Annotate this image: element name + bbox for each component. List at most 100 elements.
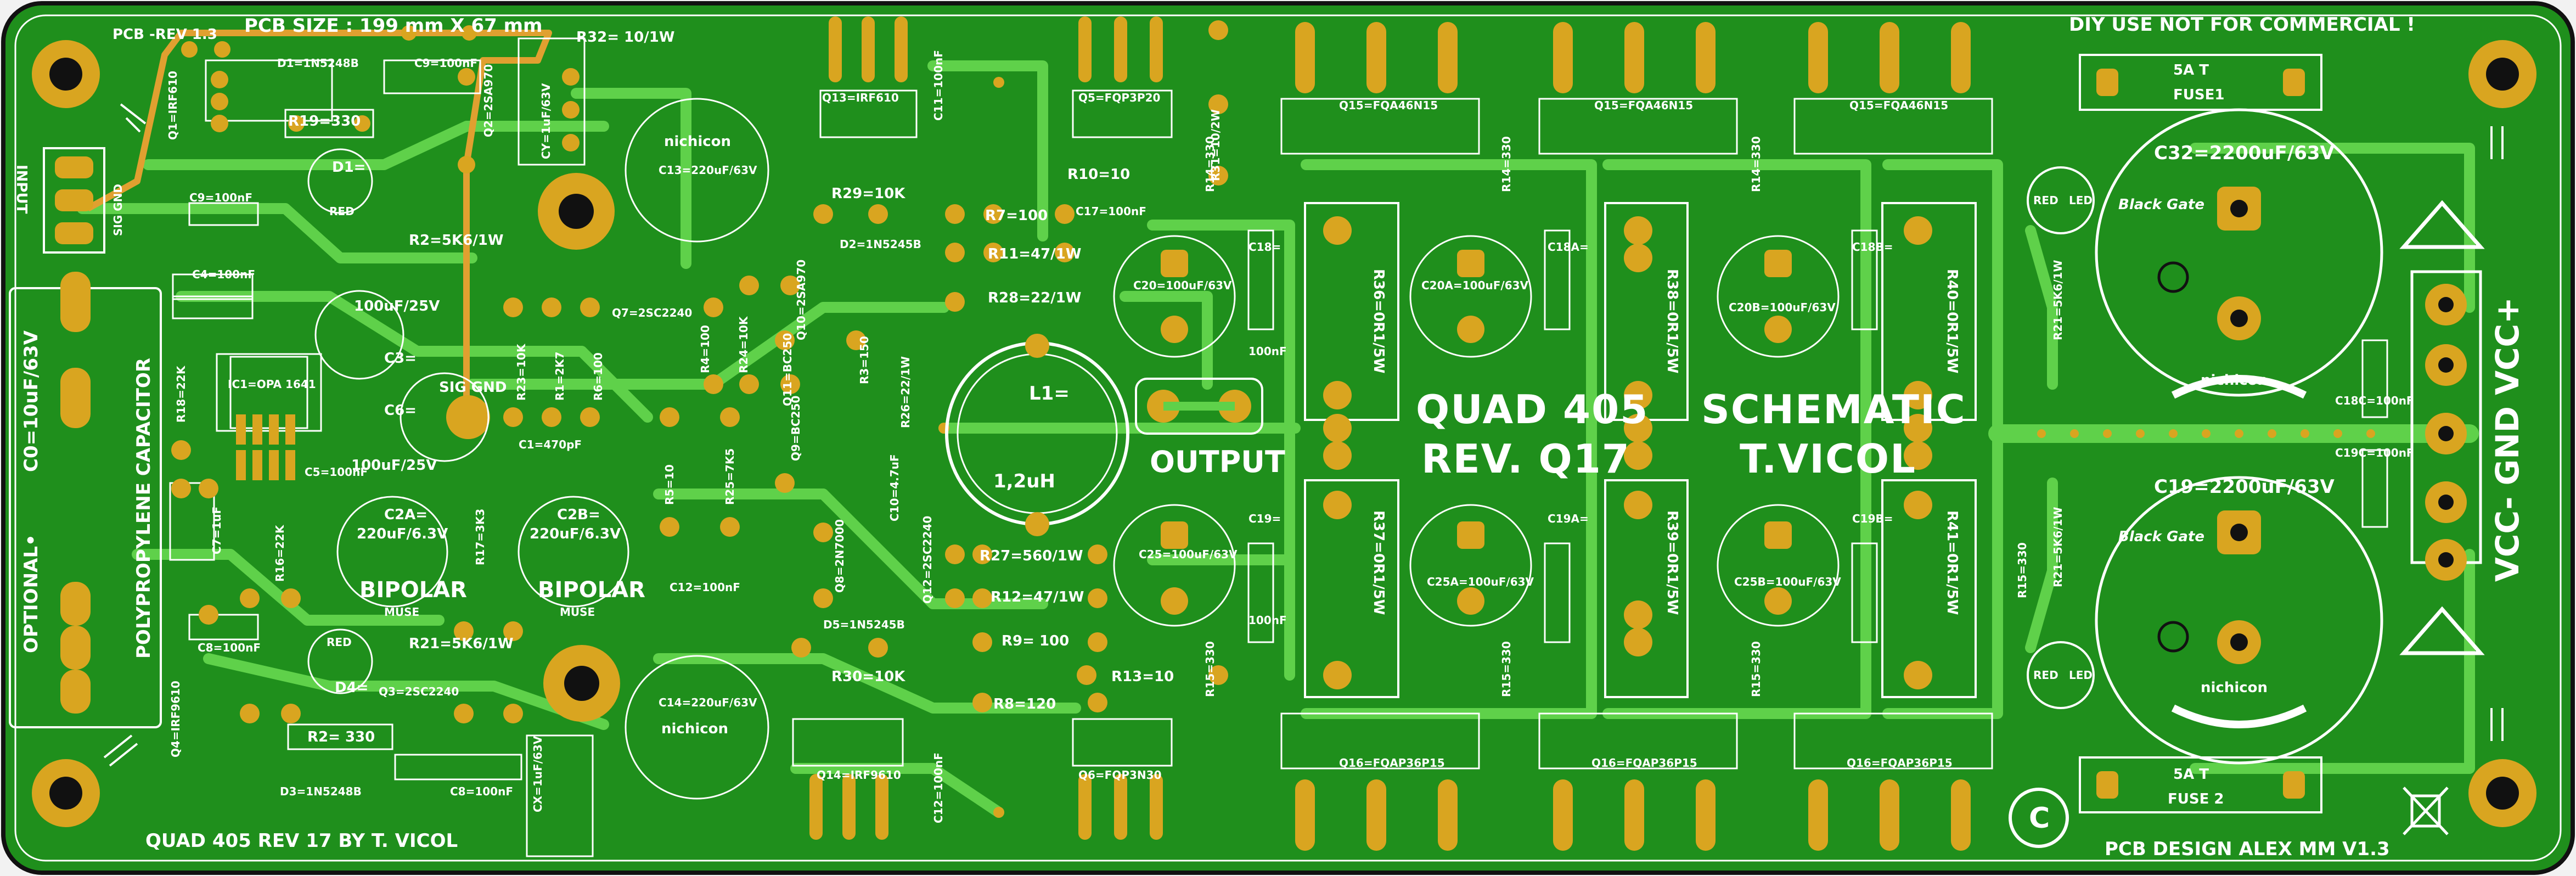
label-r17: R17=3K3 [474, 508, 487, 565]
label-q7: Q7=2SC2240 [612, 306, 693, 319]
label-c9a: C9=100nF [414, 57, 477, 70]
q6-package [1072, 718, 1173, 840]
label-c2b-val: 220uF/6.3V [530, 526, 621, 542]
label-black-gate-1: Black Gate [2118, 196, 2204, 213]
vias [938, 77, 2375, 818]
footer-left: QUAD 405 REV 17 BY T. VICOL [145, 830, 458, 852]
label-c19b: C19B= [1852, 512, 1893, 525]
label-c6: C6= [384, 402, 417, 419]
label-q16a: Q16=FQAP36P15 [1339, 756, 1445, 770]
label-black-gate-2: Black Gate [2118, 529, 2204, 545]
label-r15b: R15=330 [1500, 641, 1513, 697]
output-terminal [1135, 378, 1263, 435]
label-r40: R40=0R1/5W [1944, 269, 1960, 374]
pcb-revision: PCB -REV 1.3 [113, 26, 217, 43]
label-c25: C25=100uF/63V [1139, 548, 1238, 561]
q15-c [1793, 22, 1993, 155]
label-r15d: R15=330 [2016, 542, 2029, 598]
label-red-led1: RED [2033, 194, 2058, 207]
label-c8a: C8=100nF [198, 641, 261, 654]
label-c19a: C19A= [1548, 512, 1589, 525]
copper-traces [77, 60, 2479, 818]
title-quad: QUAD 405 [1416, 386, 1649, 433]
label-c19big: C19=2200uF/63V [2154, 476, 2335, 498]
q5-package [1072, 16, 1173, 138]
label-r30: R30=10K [831, 669, 905, 685]
polypropylene-label: POLYPROPYLENE CAPACITOR [133, 357, 155, 659]
mounting-hole-bl [32, 759, 100, 827]
sig-gnd-center-label: SIG GND [439, 379, 507, 396]
warning-triangle-icon [2399, 200, 2485, 655]
label-c3: 100uF/25V [354, 298, 440, 315]
bipolar-label-b: BIPOLAR [538, 577, 645, 603]
label-r6: R6=100 [592, 352, 605, 401]
label-q12: Q12=2SC2240 [921, 515, 934, 604]
label-r36: R36=0R1/5W [1370, 269, 1387, 374]
label-r19: R19=330 [288, 113, 361, 130]
label-q16c: Q16=FQAP36P15 [1847, 756, 1953, 770]
mounting-hole-br [2468, 759, 2536, 827]
label-d2: D2=1N5245B [840, 238, 921, 251]
to220-transistors [792, 16, 1173, 840]
label-q6: Q6=FQP3N30 [1078, 768, 1162, 782]
label-c12a: C12=100nF [670, 581, 740, 594]
label-r8: R8=120 [993, 696, 1056, 712]
label-fuse1-rating: 5A T [2173, 62, 2209, 78]
label-d4: D4= [335, 680, 369, 696]
label-led1: LED [2069, 194, 2093, 207]
power-resistor-pads [1323, 216, 1932, 689]
label-fuse2: FUSE 2 [2168, 791, 2224, 807]
label-c20b: C20B=100uF/63V [1729, 301, 1836, 314]
vcc-gnd-label: VCC- GND VCC+ [2489, 297, 2526, 582]
label-r37: R37=0R1/5W [1370, 510, 1387, 615]
label-r12: R12=47/1W [991, 589, 1084, 605]
q14-package [792, 718, 904, 840]
label-nichicon3: nichicon [2201, 372, 2268, 389]
label-d5: D5=1N5245B [823, 618, 905, 631]
output-label: OUTPUT [1150, 445, 1285, 479]
label-c13: C13=220uF/63V [659, 164, 757, 177]
power-resistors [1304, 202, 1977, 698]
corner-arrow-icons [103, 103, 2504, 767]
output-mosfets [1280, 22, 1993, 851]
sig-gnd-pad [446, 395, 490, 439]
label-cy: CY=1uF/63V [539, 83, 553, 159]
label-c1: C1=470pF [519, 438, 582, 451]
label-c32: C32=2200uF/63V [2154, 142, 2335, 164]
label-q13: Q13=IRF610 [822, 91, 899, 104]
mounting-hole-tl [32, 40, 100, 108]
label-d1: D1=1N5248B [277, 57, 359, 70]
mounting-holes [32, 40, 2536, 827]
label-r2a: R2=5K6/1W [409, 232, 504, 249]
q16-c [1793, 712, 1993, 851]
label-r38: R38=0R1/5W [1664, 269, 1680, 374]
label-q8: Q8=2N7000 [833, 519, 846, 593]
input-label: INPUT [13, 165, 30, 214]
label-red4: RED [327, 636, 352, 649]
label-r29: R29=10K [831, 186, 905, 202]
l1-label: L1= [1029, 383, 1070, 405]
label-c8b: C8=100nF [450, 785, 513, 798]
label-c18c: C18C=100nF [2335, 394, 2414, 407]
label-nichicon4: nichicon [2201, 680, 2268, 696]
c0-capacitor-block [9, 272, 162, 728]
label-fuse2-rating: 5A T [2173, 766, 2209, 783]
label-r9: R9= 100 [1002, 633, 1070, 649]
label-r1: R1=2K7 [553, 351, 566, 401]
label-nf-b: 100nF [1248, 614, 1287, 627]
label-r15c: R15=330 [1750, 641, 1763, 697]
bipolar-label-a: BIPOLAR [359, 577, 467, 603]
label-q5: Q5=FQP3P20 [1078, 91, 1161, 104]
label-nichicon1: nichicon [664, 133, 732, 150]
label-c6b: 100uF/25V [351, 457, 437, 474]
through-hole-pads [171, 20, 1228, 723]
label-r18: R18=22K [175, 366, 188, 423]
label-c18: C18= [1248, 240, 1281, 254]
label-red-led2: RED [2033, 669, 2058, 682]
label-c18b: C18B= [1852, 240, 1893, 254]
q15-b [1538, 22, 1738, 155]
label-red1: RED [329, 205, 355, 218]
label-r21a: R21=5K6/1W [409, 636, 514, 652]
label-c10: C10=4.7uF [888, 454, 901, 521]
label-r13: R13=10 [1111, 669, 1174, 685]
